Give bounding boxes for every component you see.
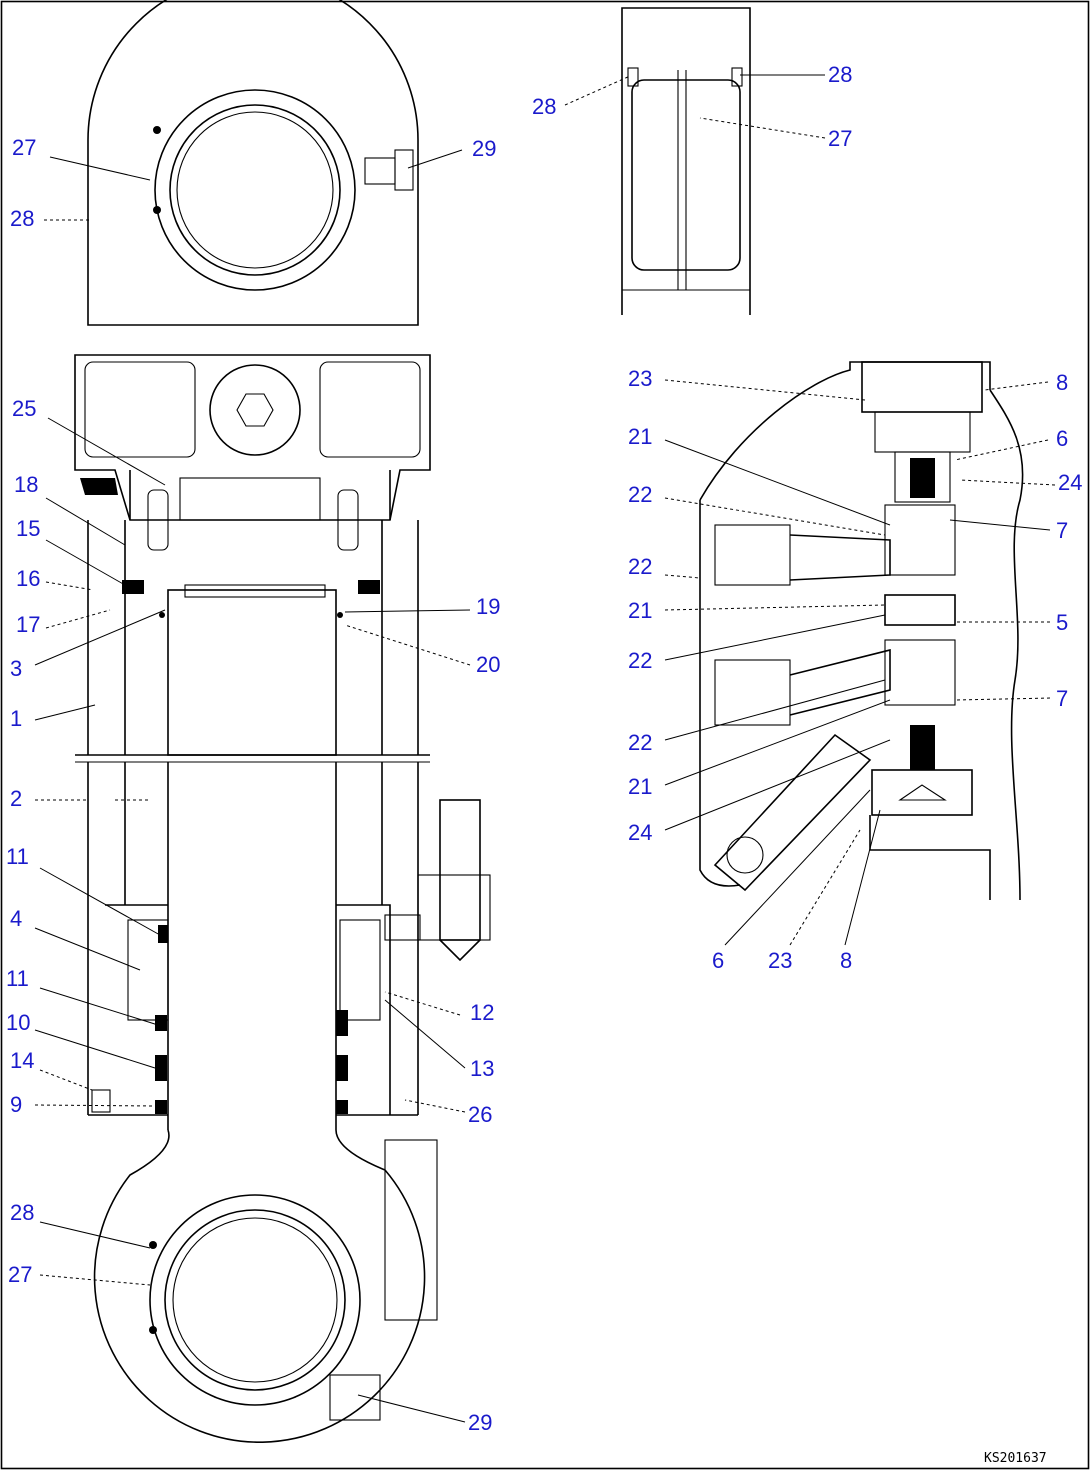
callout-28-bushing-left: 28 [532,94,556,119]
callout-21-valve-b: 21 [628,598,652,623]
callout-22-valve-b: 22 [628,554,652,579]
callout-7-valve-a: 7 [1056,518,1068,543]
callout-28-top: 28 [10,206,34,231]
callout-7-valve-b: 7 [1056,686,1068,711]
main-cylinder-section [74,0,491,1443]
callout-21-valve-c: 21 [628,774,652,799]
drawing-code: KS201637 [984,1451,1047,1466]
callout-6-valve-top: 6 [1056,426,1068,451]
callout-9: 9 [10,1092,22,1117]
callout-24-valve-bottom: 24 [628,820,652,845]
leader-lines [34,74,1056,1423]
callout-2: 2 [10,786,22,811]
callout-3: 3 [10,656,22,681]
callout-15: 15 [16,516,40,541]
callout-28-bushing-right: 28 [828,62,852,87]
callout-6-valve-bottom: 6 [712,948,724,973]
callout-18: 18 [14,472,38,497]
callout-23-valve-bottom: 23 [768,948,792,973]
callout-5-valve: 5 [1056,610,1068,635]
callout-24-valve-top: 24 [1058,470,1082,495]
callout-27-bushing: 27 [828,126,852,151]
callout-11-b: 11 [6,966,29,991]
callout-4: 4 [10,906,22,931]
callout-29-bottom: 29 [468,1410,492,1435]
bushing-detail-inset [621,7,751,315]
callout-27-bottom: 27 [8,1262,32,1287]
callout-29-top: 29 [472,136,496,161]
callout-27-top: 27 [12,135,36,160]
callout-8-valve-top: 8 [1056,370,1068,395]
callout-16: 16 [16,566,40,591]
callout-25: 25 [12,396,36,421]
callout-17: 17 [16,612,40,637]
callout-26: 26 [468,1102,492,1127]
callout-labels: 27 28 29 25 18 15 16 17 3 1 19 20 2 11 4… [6,62,1082,1435]
valve-detail-inset [699,361,1024,901]
callout-23-valve-top: 23 [628,366,652,391]
callout-13: 13 [470,1056,494,1081]
callout-21-valve-a: 21 [628,424,652,449]
callout-1: 1 [10,706,22,731]
callout-22-valve-a: 22 [628,482,652,507]
callout-11-a: 11 [6,844,29,869]
callout-8-valve-bottom: 8 [840,948,852,973]
callout-28-bottom: 28 [10,1200,34,1225]
callout-19: 19 [476,594,500,619]
callout-22-valve-d: 22 [628,730,652,755]
callout-14: 14 [10,1048,34,1073]
callout-22-valve-c: 22 [628,648,652,673]
callout-20: 20 [476,652,500,677]
callout-10: 10 [6,1010,30,1035]
callout-12: 12 [470,1000,494,1025]
